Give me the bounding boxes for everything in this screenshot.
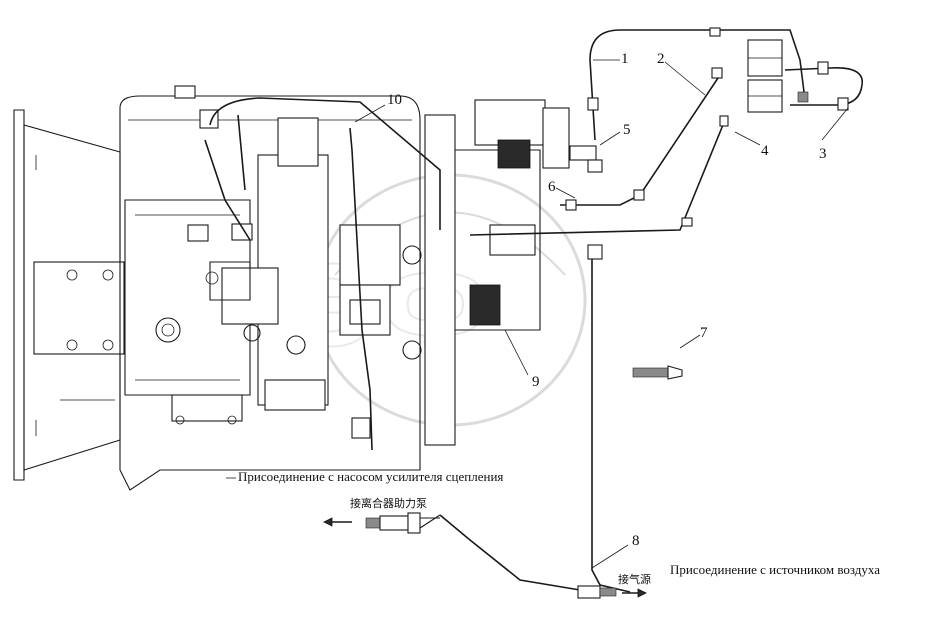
air-source-connector <box>577 585 647 599</box>
callout-4: 4 <box>761 143 769 159</box>
gearbox-body <box>119 85 421 491</box>
leader-lines <box>226 59 849 569</box>
caption-clutch-booster: Присоединение с насосом усилителя сцепле… <box>238 469 503 484</box>
callout-8: 8 <box>632 533 640 549</box>
callout-5: 5 <box>623 122 631 138</box>
callout-2: 2 <box>657 51 665 67</box>
callout-1: 1 <box>621 51 629 67</box>
caption-air-source: Присоединение с источником воздуха <box>670 562 880 577</box>
valve-block <box>187 99 570 446</box>
callout-7: 7 <box>700 325 708 341</box>
fittings <box>565 27 849 260</box>
cn-label-air-source: 接气源 <box>618 572 651 586</box>
callout-10: 10 <box>387 92 402 108</box>
callout-6: 6 <box>548 179 556 195</box>
callout-3: 3 <box>819 146 827 162</box>
cn-label-clutch-booster: 接离合器助力泵 <box>350 496 427 510</box>
callout-9: 9 <box>532 374 540 390</box>
clutch-booster-connector <box>323 512 441 534</box>
part-7-fitting <box>632 365 683 380</box>
clutch-housing <box>13 109 125 481</box>
